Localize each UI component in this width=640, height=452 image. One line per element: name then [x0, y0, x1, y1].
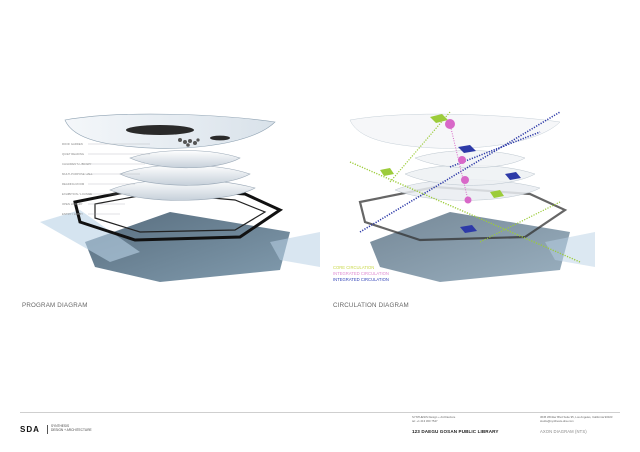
core-marker	[380, 168, 394, 176]
core-circulation-line	[349, 161, 581, 263]
site-plane-right	[545, 232, 595, 267]
level-label: ENTRY / LOBBY	[62, 212, 84, 216]
legend-item-core: CORE CIRCULATION	[333, 265, 375, 270]
project-title: 123 DAEGU GOSAN PUBLIC LIBRARY	[412, 429, 499, 434]
logo-sub-line: DESIGN + ARCHITECTURE	[51, 428, 92, 433]
legend-item-integrated-magenta: INTEGRATED CIRCULATION	[333, 271, 389, 276]
level-label: QUIET READING	[62, 152, 85, 156]
firm-phone: tel: +1 213 300 7547	[412, 418, 438, 423]
vertical-core-node	[464, 196, 472, 204]
logo-divider	[47, 425, 48, 434]
vertical-core-line	[449, 123, 469, 201]
level-label: OPEN LIBRARY	[62, 202, 83, 206]
level-mid-1	[129, 150, 241, 169]
logo-sub-line: SYNTHESIS	[51, 424, 70, 428]
vertical-core-node	[445, 119, 455, 129]
level-mid-2	[119, 164, 251, 186]
core-marker	[490, 190, 504, 198]
level-label: CHILDREN'S LIBRARY	[62, 162, 92, 166]
level-label: ROOF GARDEN	[62, 142, 83, 146]
core-marker	[430, 114, 448, 123]
level-leaders	[88, 143, 150, 215]
program-diagram-caption: PROGRAM DIAGRAM	[22, 302, 88, 309]
level-label: EXHIBITION / LOUNGE	[62, 192, 92, 196]
integrated-marker	[458, 145, 476, 153]
core-circulation-line	[479, 201, 561, 243]
site-plane-right	[270, 232, 320, 267]
email-line: studio@synthesis-dna.com	[540, 418, 574, 423]
level-label: READING ROOM	[62, 182, 85, 186]
firm-logo: SDA	[20, 425, 40, 434]
title-block: SDA SYNTHESIS DESIGN + ARCHITECTURE SYNT…	[20, 412, 620, 442]
roof-opening	[126, 125, 194, 135]
roof-trees	[178, 138, 200, 147]
roof-shell	[349, 113, 561, 149]
program-axon-svg	[40, 113, 320, 282]
firm-name: SYNTHESIS Design + Architecture	[412, 415, 456, 419]
ground-plane	[370, 212, 570, 282]
site-plane-left	[40, 210, 140, 262]
vertical-core-node	[458, 156, 466, 164]
firm-address: 3645 Whittier Blvd Suite 95, Los Angeles…	[540, 415, 613, 423]
level-label: MULTI-PURPOSE HALL	[62, 172, 93, 176]
circulation-axon-drawing	[330, 92, 600, 292]
circulation-legend: CORE CIRCULATION INTEGRATED CIRCULATION …	[333, 265, 389, 283]
vertical-core-node	[461, 176, 469, 184]
roof-opening-small	[210, 135, 230, 141]
integrated-marker	[460, 225, 477, 233]
firm-info: SYNTHESIS Design + Architecture tel: +1 …	[412, 415, 456, 423]
circulation-axon-svg	[349, 111, 595, 282]
ground-plane	[85, 212, 290, 282]
title-block-rule	[20, 412, 620, 413]
legend-item-integrated-blue: INTEGRATED CIRCULATION	[333, 277, 389, 282]
address-line: 3645 Whittier Blvd Suite 95, Los Angeles…	[540, 415, 613, 419]
integrated-marker	[505, 172, 521, 180]
sheet-title: AXON DIAGRAM (NTS)	[540, 429, 587, 434]
program-axon-drawing	[40, 92, 320, 292]
firm-logo-subtitle: SYNTHESIS DESIGN + ARCHITECTURE	[51, 424, 92, 432]
level-mid-2	[404, 164, 536, 186]
circulation-diagram-caption: CIRCULATION DIAGRAM	[333, 302, 409, 309]
